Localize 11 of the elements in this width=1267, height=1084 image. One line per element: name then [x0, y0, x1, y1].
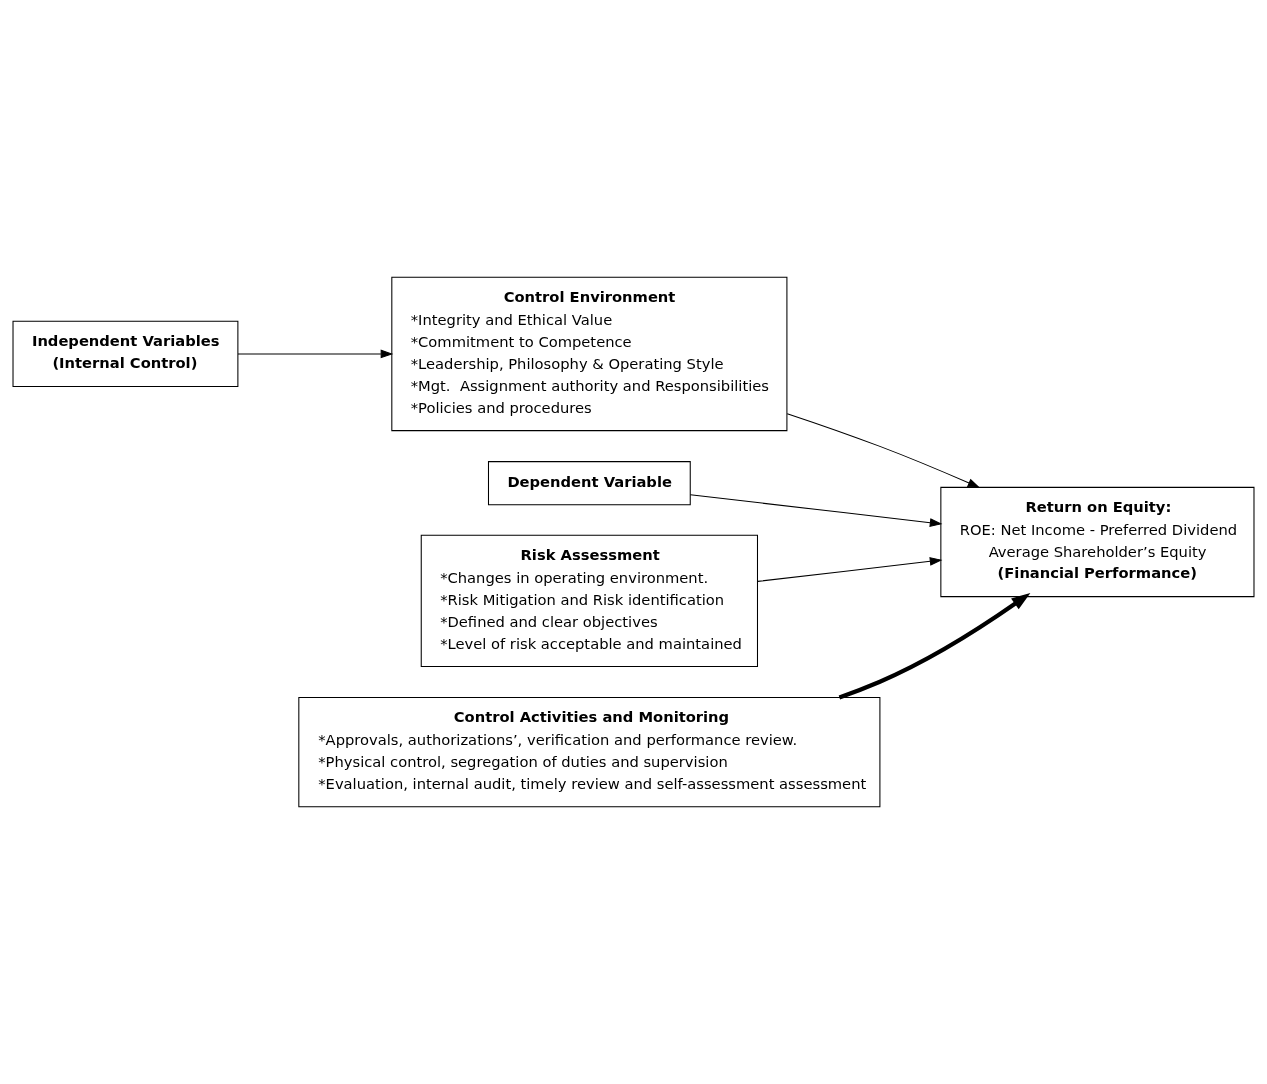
arrow — [689, 494, 943, 528]
node-box: Risk Assessment *Changes in operating environment. *Risk Mitigation and Risk identification *Defined and clear objectives *Level of risk acceptable and maintained — [420, 534, 758, 668]
arrow — [757, 557, 943, 582]
node-box: Dependent Variable — [487, 461, 691, 506]
node-box: Return on Equity: ROE: Net Income - Preferred Dividend Average Shareholder’s Equity (Financial Performance) — [940, 486, 1255, 598]
node-box: Control Activities and Monitoring *Approvals, authorizations’, verification and performance review. *Physical control, segregation of duties and supervision *Evaluation, internal audit, timely review and self-assessment assessment — [298, 697, 881, 808]
node-box: Independent Variables (Internal Control) — [12, 320, 239, 387]
node-box: Control Environment *Integrity and Ethical Value *Commitment to Competence *Leadership, Philosophy & Operating Style *Mgt. Assignment authority and Responsibilities *Policies and procedures — [391, 276, 788, 432]
arrow — [786, 413, 981, 488]
arrow — [838, 592, 1031, 700]
arrow — [237, 349, 394, 359]
